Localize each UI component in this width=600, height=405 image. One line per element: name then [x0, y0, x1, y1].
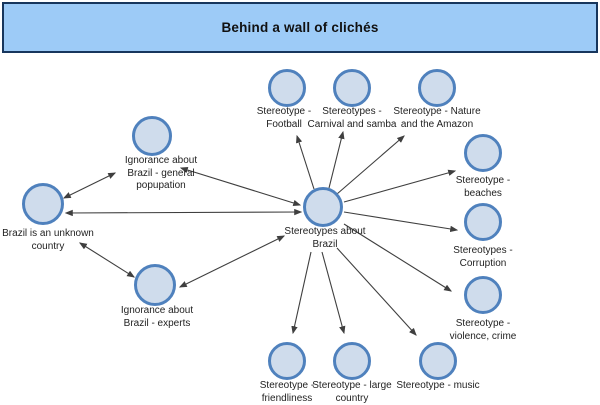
node-label-line: popupation — [136, 180, 186, 191]
edge-brazil-unknown-country--ignorance-experts — [78, 242, 136, 278]
diagram-title: Behind a wall of clichés — [221, 20, 379, 35]
node-label-line: Brazil - experts — [123, 317, 191, 329]
node-circle-stereotype-large-country — [333, 342, 371, 380]
node-circle-ignorance-general-population — [132, 116, 172, 156]
node-label-line: Stereotype - Nature — [393, 106, 481, 117]
node-label-line: country — [335, 392, 369, 404]
edge-stereotypes-about-brazil--stereotypes-corruption — [343, 211, 459, 233]
node-label-line: Football — [266, 118, 302, 130]
node-label-line: Corruption — [459, 257, 507, 269]
diagram-title-box: Behind a wall of clichés — [2, 2, 598, 53]
node-label-line: and the Amazon — [400, 118, 474, 130]
node-label-line: Brazil - general — [127, 167, 195, 179]
node-label-line: Brazil — [312, 238, 338, 250]
node-label-line: Stereotypes - — [453, 245, 513, 256]
edge-stereotypes-about-brazil--stereotypes-carnival-samba — [328, 130, 345, 189]
edge-stereotypes-about-brazil--stereotype-beaches — [343, 169, 457, 203]
node-circle-ignorance-experts — [134, 264, 176, 306]
edge-ignorance-experts--stereotypes-about-brazil — [178, 235, 286, 288]
node-label-stereotype-beaches: Stereotype -beaches — [456, 175, 510, 200]
edges-group — [62, 130, 459, 336]
node-label-line: friendliness — [261, 392, 313, 404]
node-circle-stereotype-beaches — [464, 134, 502, 172]
node-circle-brazil-unknown-country — [22, 183, 64, 225]
node-label-line: Stereotypes about — [284, 226, 366, 237]
node-label-line: Stereotype - — [256, 106, 312, 117]
node-label-stereotype-football: Stereotype -Football — [257, 106, 311, 131]
node-circle-stereotypes-about-brazil — [303, 187, 343, 227]
edge-stereotypes-about-brazil--stereotype-football — [296, 134, 315, 190]
node-label-stereotype-violence-crime: Stereotype -violence, crime — [450, 318, 517, 343]
edge-stereotypes-about-brazil--stereotype-violence-crime — [343, 223, 453, 292]
node-label-stereotype-music: Stereotype - music — [396, 380, 479, 393]
node-label-line: Ignorance about — [120, 305, 194, 316]
node-label-line: Stereotypes - — [322, 106, 382, 117]
node-circle-stereotype-nature-amazon — [418, 69, 456, 107]
node-circle-stereotype-violence-crime — [464, 276, 502, 314]
edge-stereotypes-about-brazil--stereotype-large-country — [321, 251, 346, 335]
node-circle-stereotype-music — [419, 342, 457, 380]
edge-ignorance-general-population--stereotypes-about-brazil — [179, 166, 302, 207]
edge-stereotypes-about-brazil--stereotype-music — [336, 247, 417, 336]
node-circle-stereotype-friendliness — [268, 342, 306, 380]
node-label-line: beaches — [464, 187, 502, 199]
edge-stereotypes-about-brazil--stereotype-nature-amazon — [336, 135, 405, 195]
node-label-line: Stereotype - large — [312, 380, 392, 391]
node-label-line: Ignorance about — [124, 155, 198, 166]
edge-stereotypes-about-brazil--stereotype-friendliness — [291, 251, 312, 335]
edge-brazil-unknown-country--ignorance-general-population — [62, 172, 117, 199]
node-label-line: Brazil is an unknown — [2, 228, 94, 239]
node-circle-stereotypes-corruption — [464, 203, 502, 241]
node-label-line: Carnival and samba — [307, 118, 397, 130]
node-label-stereotypes-carnival-samba: Stereotypes -Carnival and samba — [308, 106, 397, 131]
node-circle-stereotype-football — [268, 69, 306, 107]
node-label-line: violence, crime — [449, 330, 517, 342]
node-label-stereotype-friendliness: Stereotype -friendliness — [260, 380, 314, 405]
node-label-line: Stereotype - — [455, 318, 511, 329]
node-label-line: Stereotype - — [455, 175, 511, 186]
node-circle-stereotypes-carnival-samba — [333, 69, 371, 107]
edge-brazil-unknown-country--stereotypes-about-brazil — [64, 208, 303, 217]
node-label-line: Stereotype - — [259, 380, 315, 391]
node-label-stereotypes-corruption: Stereotypes -Corruption — [453, 245, 512, 270]
node-label-line: country — [31, 240, 65, 252]
node-label-line: Stereotype - music — [396, 380, 480, 391]
